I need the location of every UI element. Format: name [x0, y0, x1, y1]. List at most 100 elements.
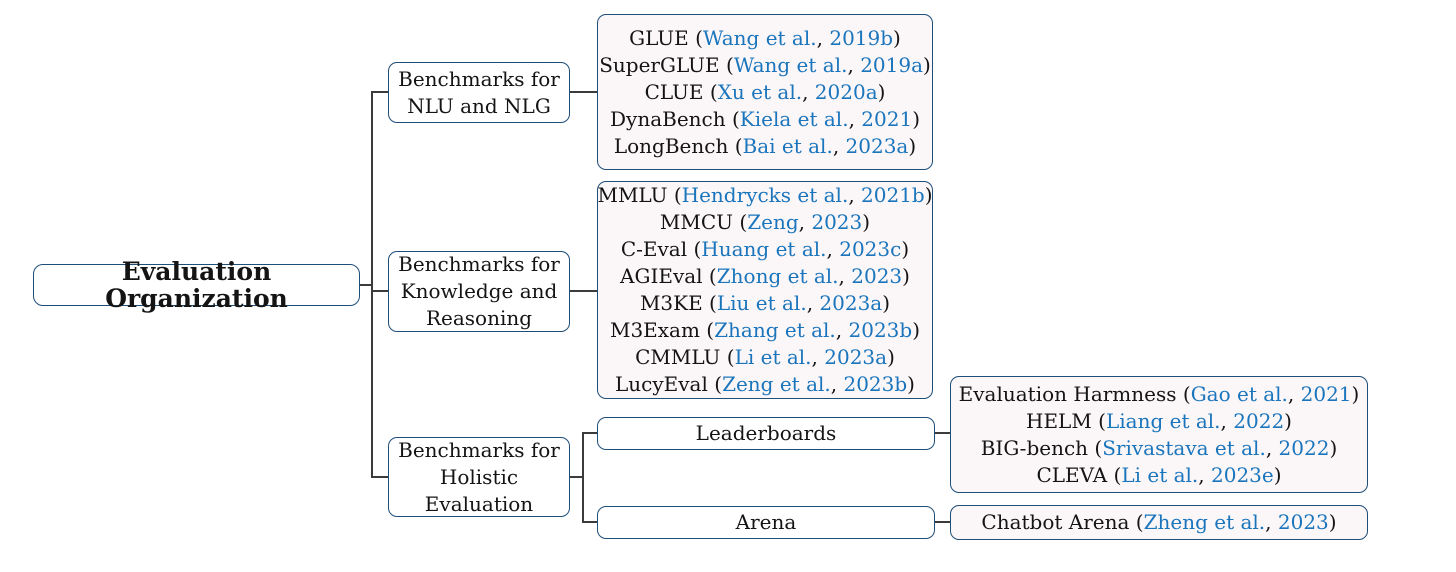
- citation-authors-link[interactable]: Zheng et al.: [1143, 510, 1266, 534]
- citation-year-link[interactable]: 2020a: [814, 79, 878, 104]
- benchmark-entry: LongBench (Bai et al., 2023a): [613, 133, 917, 158]
- benchmark-entry: M3Exam (Zhang et al., 2023b): [609, 318, 921, 342]
- citation-year-link[interactable]: 2023: [851, 264, 903, 288]
- citation-authors-link[interactable]: Kiela et al.: [739, 106, 849, 131]
- benchmark-name: M3KE: [639, 291, 703, 315]
- benchmark-entry: HELM (Liang et al., 2022): [1026, 408, 1292, 433]
- citation-authors-link[interactable]: Huang et al.: [701, 237, 827, 261]
- citation-year-link[interactable]: 2023c: [839, 237, 902, 261]
- citation-year-link[interactable]: 2023a: [819, 291, 883, 315]
- category-node-nlu-nlg: Benchmarks for NLU and NLG: [388, 62, 570, 123]
- benchmark-entry: DynaBench (Kiela et al., 2021): [609, 106, 920, 131]
- citation-year-link[interactable]: 2023: [811, 210, 863, 234]
- leaf-box-knowledge-reasoning-benchmarks: MMLU (Hendrycks et al., 2021b) MMCU (Zeng…: [597, 181, 933, 399]
- citation-authors-link[interactable]: Zeng: [747, 210, 799, 234]
- connector-spine-level2: [582, 432, 584, 523]
- connector-nlu-to-leaf: [569, 91, 597, 93]
- benchmark-entry: Evaluation Harmness (Gao et al., 2021): [958, 381, 1360, 406]
- subcategory-node-arena: Arena: [597, 506, 935, 539]
- category-label: Benchmarks for NLU and NLG: [398, 66, 560, 118]
- citation-authors-link[interactable]: Liang et al.: [1105, 408, 1221, 433]
- subcategory-label: Leaderboards: [695, 421, 837, 445]
- citation-year-link[interactable]: 2019b: [829, 25, 894, 50]
- benchmark-entry: MMCU (Zeng, 2023): [659, 210, 871, 234]
- connector-spine-level1: [371, 91, 373, 478]
- connector-spine-to-holistic: [372, 476, 388, 478]
- benchmark-name: AGIEval: [620, 264, 703, 288]
- benchmark-name: M3Exam: [609, 318, 700, 342]
- benchmark-entry: MMLU (Hendrycks et al., 2021b): [597, 183, 933, 207]
- leaf-box-arena-benchmarks: Chatbot Arena (Zheng et al., 2023): [950, 505, 1368, 540]
- benchmark-entry: GLUE (Wang et al., 2019b): [629, 25, 901, 50]
- root-label: Evaluation Organization: [105, 257, 288, 313]
- citation-authors-link[interactable]: Zeng et al.: [722, 372, 831, 396]
- citation-year-link[interactable]: 2023: [1277, 510, 1329, 534]
- benchmark-name: C-Eval: [620, 237, 688, 261]
- subcategory-node-leaderboards: Leaderboards: [597, 417, 935, 450]
- benchmark-name: LucyEval: [615, 372, 708, 396]
- connector-spine-to-nlu: [372, 91, 388, 93]
- subcategory-label: Arena: [735, 510, 797, 534]
- citation-authors-link[interactable]: Xu et al.: [717, 79, 803, 104]
- connector-arena-to-leaf: [934, 521, 951, 523]
- benchmark-name: Evaluation Harmness: [958, 381, 1177, 406]
- citation-year-link[interactable]: 2023a: [845, 133, 909, 158]
- category-node-holistic-evaluation: Benchmarks for Holistic Evaluation: [388, 437, 570, 517]
- citation-authors-link[interactable]: Liu et al.: [716, 291, 807, 315]
- benchmark-name: DynaBench: [609, 106, 726, 131]
- citation-year-link[interactable]: 2022: [1278, 435, 1330, 460]
- connector-spine-to-leaderboards: [583, 432, 597, 434]
- connector-knowledge-to-leaf: [569, 290, 597, 292]
- benchmark-name: LongBench: [613, 133, 729, 158]
- benchmark-name: CLUE: [644, 79, 704, 104]
- connector-leaderboards-to-leaf: [934, 432, 951, 434]
- benchmark-entry: Chatbot Arena (Zheng et al., 2023): [981, 510, 1337, 534]
- connector-spine-to-knowledge: [372, 290, 388, 292]
- benchmark-name: MMCU: [659, 210, 734, 234]
- benchmark-entry: CMMLU (Li et al., 2023a): [635, 345, 895, 369]
- benchmark-name: GLUE: [629, 25, 689, 50]
- benchmark-entry: CLEVA (Li et al., 2023e): [1036, 462, 1282, 487]
- citation-authors-link[interactable]: Zhang et al.: [714, 318, 836, 342]
- benchmark-name: BIG-bench: [980, 435, 1089, 460]
- benchmark-name: SuperGLUE: [599, 52, 720, 77]
- benchmark-entry: AGIEval (Zhong et al., 2023): [620, 264, 910, 288]
- citation-year-link[interactable]: 2019a: [860, 52, 924, 77]
- benchmark-name: CLEVA: [1036, 462, 1108, 487]
- leaf-box-leaderboards-benchmarks: Evaluation Harmness (Gao et al., 2021)HE…: [950, 376, 1368, 493]
- citation-year-link[interactable]: 2023e: [1211, 462, 1274, 487]
- connector-root-to-spine: [358, 284, 372, 286]
- benchmark-name: HELM: [1026, 408, 1092, 433]
- connector-holistic-to-spine: [569, 476, 583, 478]
- benchmark-entry: CLUE (Xu et al., 2020a): [644, 79, 886, 104]
- category-label: Benchmarks for Holistic Evaluation: [398, 437, 560, 516]
- benchmark-entry: C-Eval (Huang et al., 2023c): [620, 237, 910, 261]
- citation-year-link[interactable]: 2023a: [824, 345, 888, 369]
- citation-authors-link[interactable]: Hendrycks et al.: [681, 183, 849, 207]
- citation-authors-link[interactable]: Li et al.: [734, 345, 812, 369]
- benchmark-name: Chatbot Arena: [981, 510, 1130, 534]
- benchmark-entry: SuperGLUE (Wang et al., 2019a): [599, 52, 931, 77]
- root-node-evaluation-organization: Evaluation Organization: [33, 258, 360, 312]
- citation-authors-link[interactable]: Wang et al.: [702, 25, 817, 50]
- citation-authors-link[interactable]: Bai et al.: [742, 133, 833, 158]
- citation-year-link[interactable]: 2022: [1233, 408, 1285, 433]
- citation-authors-link[interactable]: Wang et al.: [733, 52, 848, 77]
- citation-year-link[interactable]: 2023b: [848, 318, 913, 342]
- benchmark-name: MMLU: [597, 183, 668, 207]
- citation-authors-link[interactable]: Srivastava et al.: [1102, 435, 1266, 460]
- benchmark-entry: BIG-bench (Srivastava et al., 2022): [980, 435, 1338, 460]
- connector-spine-to-arena: [583, 521, 597, 523]
- leaf-box-nlu-nlg-benchmarks: GLUE (Wang et al., 2019b)SuperGLUE (Wang…: [597, 14, 933, 170]
- benchmark-entry: M3KE (Liu et al., 2023a): [639, 291, 891, 315]
- citation-year-link[interactable]: 2021: [861, 106, 913, 131]
- benchmark-entry: LucyEval (Zeng et al., 2023b): [615, 372, 915, 396]
- citation-year-link[interactable]: 2023b: [843, 372, 908, 396]
- citation-year-link[interactable]: 2021: [1300, 381, 1352, 406]
- citation-authors-link[interactable]: Li et al.: [1121, 462, 1199, 487]
- citation-authors-link[interactable]: Gao et al.: [1190, 381, 1288, 406]
- category-label: Benchmarks for Knowledge and Reasoning: [398, 252, 560, 330]
- citation-authors-link[interactable]: Zhong et al.: [716, 264, 839, 288]
- citation-year-link[interactable]: 2021b: [861, 183, 925, 207]
